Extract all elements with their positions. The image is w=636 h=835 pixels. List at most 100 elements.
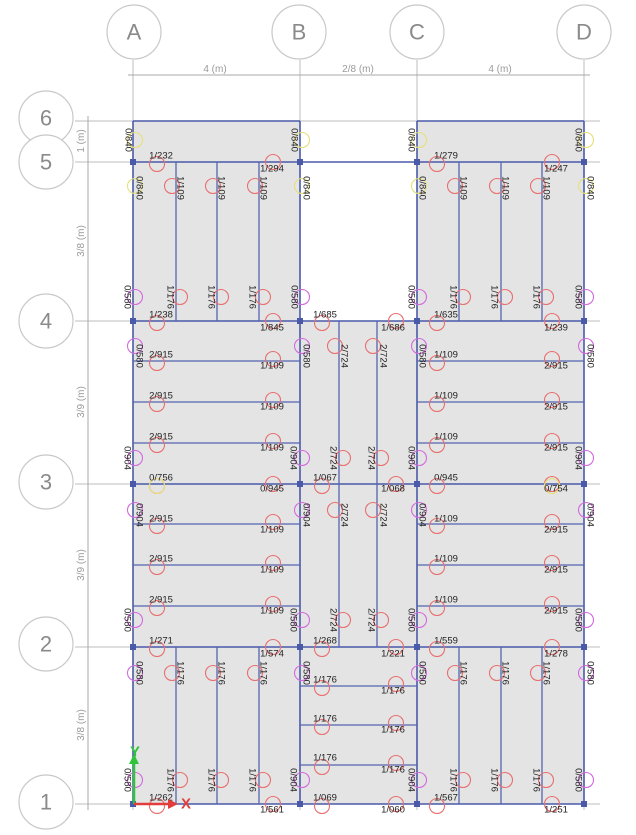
joint-node[interactable] bbox=[414, 644, 420, 650]
result-markers bbox=[126, 131, 595, 815]
result-marker bbox=[254, 288, 272, 306]
grid-bubble-a[interactable]: A bbox=[106, 4, 162, 60]
svg-text:D: D bbox=[576, 20, 592, 45]
dim-a-b: 4 (m) bbox=[203, 64, 226, 75]
result-marker bbox=[163, 177, 181, 195]
joint-node[interactable] bbox=[414, 481, 420, 487]
member-result-label: 1/109 bbox=[458, 176, 469, 200]
member-result-label: 1/686 bbox=[381, 323, 405, 334]
member-result-label: 1/685 bbox=[313, 310, 337, 321]
result-marker bbox=[148, 395, 166, 413]
grid-bubble-d[interactable]: D bbox=[556, 4, 612, 60]
member-result-label: 2/724 bbox=[378, 344, 389, 368]
member-result-label: 2/724 bbox=[339, 344, 350, 368]
slab-b-c[interactable] bbox=[300, 321, 417, 804]
result-marker bbox=[537, 288, 555, 306]
grid-bubble-6[interactable]: 6 bbox=[18, 90, 74, 146]
result-marker bbox=[163, 664, 181, 682]
result-marker bbox=[171, 771, 189, 789]
member-result-label: 0/580 bbox=[288, 608, 299, 632]
joint-node[interactable] bbox=[297, 644, 303, 650]
joint-node[interactable] bbox=[581, 801, 587, 807]
member-result-label: 1/109 bbox=[260, 443, 284, 454]
slabs bbox=[133, 121, 584, 804]
member-result-label: 1/176 bbox=[458, 661, 469, 685]
joint-node[interactable] bbox=[414, 318, 420, 324]
member-result-label: 2/915 bbox=[544, 525, 568, 536]
result-marker bbox=[212, 771, 230, 789]
grid-bubble-c[interactable]: C bbox=[389, 4, 445, 60]
member-result-label: 1/176 bbox=[247, 768, 258, 792]
result-marker bbox=[293, 501, 311, 519]
result-marker bbox=[428, 477, 446, 495]
result-marker bbox=[454, 288, 472, 306]
result-marker bbox=[264, 153, 282, 171]
joint-node[interactable] bbox=[130, 644, 136, 650]
joint-node[interactable] bbox=[581, 481, 587, 487]
member-result-label: 1/176 bbox=[165, 285, 176, 309]
result-marker bbox=[264, 475, 282, 493]
result-marker bbox=[446, 664, 464, 682]
joint-node[interactable] bbox=[414, 159, 420, 165]
joint-node[interactable] bbox=[297, 159, 303, 165]
member-result-label: 0/904 bbox=[134, 503, 145, 527]
member-result-label: 0/904 bbox=[417, 503, 428, 527]
dim-3-2: 3/9 (m) bbox=[76, 549, 87, 581]
grid-bubble-4[interactable]: 4 bbox=[18, 293, 74, 349]
joint-node[interactable] bbox=[414, 801, 420, 807]
member-result-label: 2/724 bbox=[328, 608, 339, 632]
result-marker bbox=[264, 595, 282, 613]
result-marker bbox=[148, 517, 166, 535]
svg-text:A: A bbox=[127, 20, 142, 45]
result-marker bbox=[148, 558, 166, 576]
joint-node[interactable] bbox=[130, 481, 136, 487]
member-result-label: 0/580 bbox=[417, 344, 428, 368]
member-result-label: 1/176 bbox=[381, 765, 405, 776]
member-result-label: 0/840 bbox=[123, 128, 134, 152]
member-result-label: 1/176 bbox=[175, 661, 186, 685]
member-result-label: 2/915 bbox=[149, 554, 173, 565]
result-marker bbox=[126, 449, 144, 467]
member-result-label: 0/580 bbox=[585, 344, 596, 368]
result-marker bbox=[387, 754, 405, 772]
member-result-label: 0/840 bbox=[406, 128, 417, 152]
svg-text:6: 6 bbox=[40, 106, 52, 131]
joint-node[interactable] bbox=[297, 318, 303, 324]
member-result-label: 1/109 bbox=[434, 514, 458, 525]
member-result-label: 1/109 bbox=[260, 606, 284, 617]
grid-bubble-2[interactable]: 2 bbox=[18, 616, 74, 672]
grid-bubble-b[interactable]: B bbox=[271, 4, 327, 60]
grid-bubble-1[interactable]: 1 bbox=[18, 774, 74, 830]
joint-node[interactable] bbox=[130, 318, 136, 324]
y-axis-label: Y bbox=[130, 744, 140, 761]
result-marker bbox=[428, 640, 446, 658]
joint-node[interactable] bbox=[297, 801, 303, 807]
joint-node[interactable] bbox=[297, 481, 303, 487]
member-result-label: 1/069 bbox=[313, 793, 337, 804]
result-marker bbox=[537, 771, 555, 789]
joint-node[interactable] bbox=[581, 644, 587, 650]
joint-node[interactable] bbox=[581, 159, 587, 165]
grid-bubble-5[interactable]: 5 bbox=[18, 134, 74, 190]
result-marker bbox=[577, 501, 595, 519]
result-marker bbox=[364, 501, 382, 519]
result-marker bbox=[334, 449, 352, 467]
member-result-label: 2/915 bbox=[544, 565, 568, 576]
member-result-label: 0/580 bbox=[122, 608, 133, 632]
result-marker bbox=[126, 664, 144, 682]
joint-node[interactable] bbox=[130, 159, 136, 165]
result-marker bbox=[543, 391, 561, 409]
result-marker bbox=[148, 354, 166, 372]
joint-node[interactable] bbox=[581, 318, 587, 324]
grid-bubble-3[interactable]: 3 bbox=[18, 454, 74, 510]
result-marker bbox=[364, 337, 382, 355]
member-result-label: 1/176 bbox=[313, 714, 337, 725]
result-marker bbox=[148, 477, 166, 495]
result-marker bbox=[428, 155, 446, 173]
member-result-label: 0/580 bbox=[406, 608, 417, 632]
result-marker bbox=[387, 675, 405, 693]
result-marker bbox=[577, 449, 595, 467]
member-result-label: 2/915 bbox=[544, 402, 568, 413]
member-result-label: 2/915 bbox=[149, 391, 173, 402]
